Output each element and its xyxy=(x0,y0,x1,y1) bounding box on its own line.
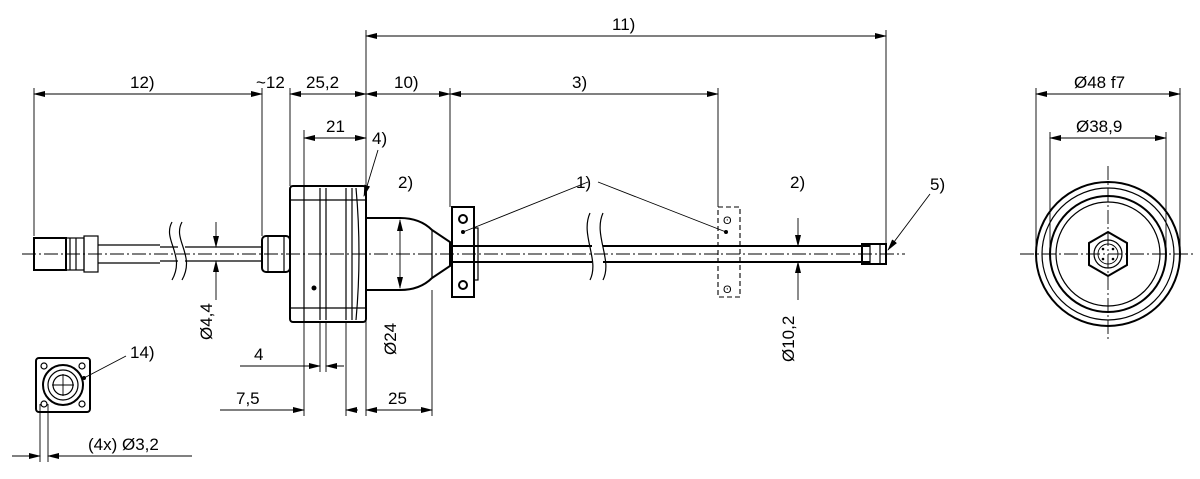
dim-25-2: 25,2 xyxy=(306,73,339,92)
connector-detail: 14) (4x) Ø3,2 xyxy=(12,343,192,462)
dim-4: 4 xyxy=(254,345,263,364)
cable xyxy=(160,221,262,281)
callout-2-left: 2) xyxy=(398,173,413,192)
front-view: Ø48 f7 Ø38,9 xyxy=(1020,73,1196,342)
dim-11: 11) xyxy=(612,15,635,34)
dim-dia-10-2: Ø10,2 xyxy=(779,316,798,362)
dim-dia-24: Ø24 xyxy=(381,323,400,355)
dim-7-5: 7,5 xyxy=(236,389,260,408)
dim-holes: (4x) Ø3,2 xyxy=(88,435,159,454)
svg-text:ʘ: ʘ xyxy=(723,215,732,227)
dim-25: 25 xyxy=(388,389,407,408)
dim-dia-4-4: Ø4,4 xyxy=(197,303,216,340)
dimension-lines xyxy=(33,33,931,413)
dim-dia-48: Ø48 f7 xyxy=(1074,73,1125,92)
sensor-housing xyxy=(289,185,367,323)
position-magnet-dashed: ʘ ʘ xyxy=(717,206,741,298)
callout-14: 14) xyxy=(130,343,155,362)
sensor-rod xyxy=(450,212,887,281)
dim-approx-12: ~12 xyxy=(256,73,285,92)
dim-3: 3) xyxy=(572,73,587,92)
sensor-body xyxy=(366,217,451,291)
callout-5: 5) xyxy=(930,175,945,194)
dim-12: 12) xyxy=(130,73,155,92)
svg-text:ʘ: ʘ xyxy=(723,284,732,296)
position-magnet-solid xyxy=(451,206,479,298)
dim-dia-38-9: Ø38,9 xyxy=(1076,117,1122,136)
callout-4: 4) xyxy=(372,129,387,148)
dim-10: 10) xyxy=(394,73,419,92)
callout-1: 1) xyxy=(576,173,591,192)
dim-21: 21 xyxy=(326,117,345,136)
extension-lines xyxy=(33,30,887,416)
callout-2-right: 2) xyxy=(790,173,805,192)
side-view: ʘ ʘ xyxy=(22,15,945,416)
cable-connector xyxy=(33,235,160,273)
